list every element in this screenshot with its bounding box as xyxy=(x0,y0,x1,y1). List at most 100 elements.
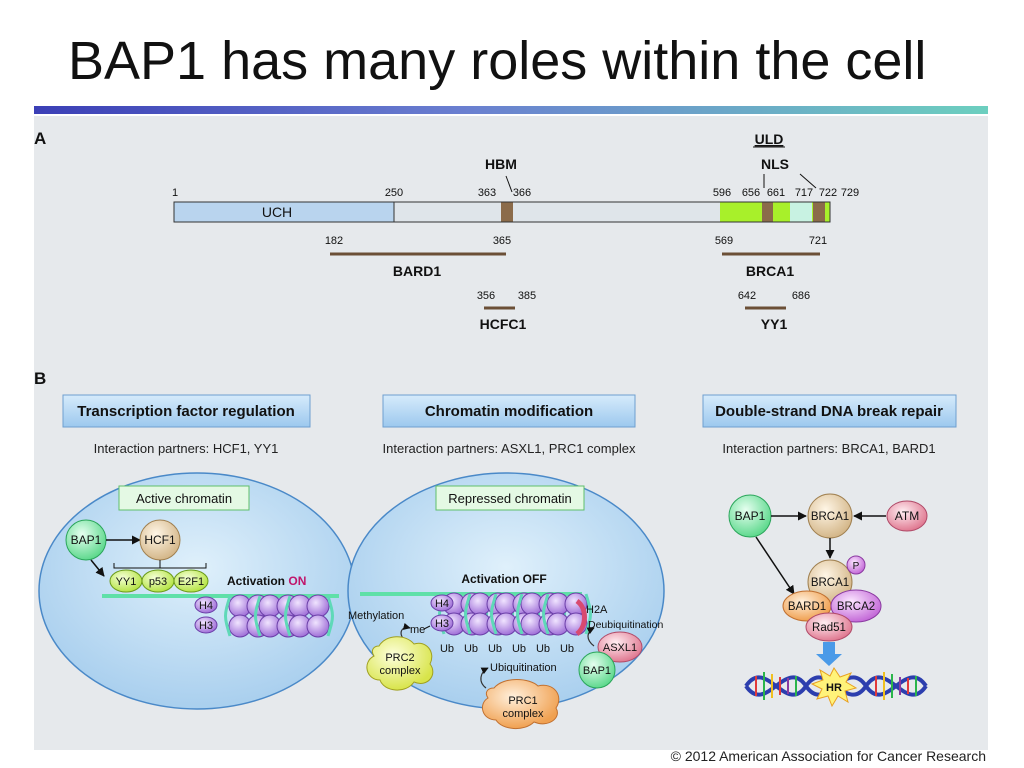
brca1-start: 569 xyxy=(715,235,733,247)
rad51-label: Rad51 xyxy=(812,622,846,634)
deubiquitination-label: Deubiquitination xyxy=(588,619,663,631)
slide-title: BAP1 has many roles within the cell xyxy=(68,31,927,91)
e2f1-label: E2F1 xyxy=(178,576,204,588)
ub-label-2: Ub xyxy=(464,643,478,655)
uld-gap xyxy=(790,202,812,222)
bap1-diagram: A ULD NLS HBM 1 250 363 366 596 656 661 … xyxy=(34,129,957,729)
header-transcription: Transcription factor regulation xyxy=(77,403,295,420)
header-dna-repair: Double-strand DNA break repair xyxy=(715,403,943,420)
hcf1-bracket xyxy=(113,560,207,569)
hbm-motif xyxy=(501,202,513,222)
bap1-node-2 xyxy=(578,651,616,689)
partners-chromatin: Interaction partners: ASXL1, PRC1 comple… xyxy=(383,441,636,456)
e2f1-node xyxy=(173,569,209,593)
phospho-node xyxy=(846,555,866,575)
yy1-tf-label: YY1 xyxy=(116,576,137,588)
brca1-label-top: BRCA1 xyxy=(811,511,849,523)
prc2-label-2: complex xyxy=(380,665,421,677)
pos-729: 729 xyxy=(841,187,859,199)
me-label: me xyxy=(410,624,425,636)
h3-node-active xyxy=(194,616,218,634)
p53-label: p53 xyxy=(149,576,167,588)
h4-node-repressed xyxy=(430,594,454,612)
h3-node-repressed xyxy=(430,614,454,632)
panel-b-label: B xyxy=(34,369,46,388)
h3-label-repressed: H3 xyxy=(435,618,449,630)
arrow-bap1-bard1 xyxy=(755,536,795,595)
ub-label-3: Ub xyxy=(488,643,502,655)
pos-596: 596 xyxy=(713,187,731,199)
hcfc1-start: 356 xyxy=(477,290,495,302)
header-box-tf xyxy=(62,394,311,428)
hr-burst xyxy=(810,667,858,708)
uld-segment-1 xyxy=(720,202,762,222)
prc1-label-2: complex xyxy=(503,708,544,720)
ub-label-4: Ub xyxy=(512,643,526,655)
repressed-chromatin-box xyxy=(435,485,585,511)
h4-label-repressed: H4 xyxy=(435,598,449,610)
hcfc1-label: HCFC1 xyxy=(480,316,527,332)
brca1-end: 721 xyxy=(809,235,827,247)
activation-off-label: Activation OFF xyxy=(461,572,546,586)
hcf1-label: HCF1 xyxy=(144,533,176,547)
ubiquitination-label: Ubiquitination xyxy=(490,662,557,674)
pos-661: 661 xyxy=(767,187,785,199)
h4-label-active: H4 xyxy=(199,600,213,612)
ubiquitination-arrow xyxy=(480,667,489,689)
rad51-node xyxy=(805,612,853,642)
arrow-bap1-yy1 xyxy=(90,559,105,577)
title-divider xyxy=(34,106,988,114)
nls-motif-1 xyxy=(762,202,773,222)
phospho-label: P xyxy=(853,561,860,572)
hbm-pointer xyxy=(505,175,513,193)
prc1-complex xyxy=(481,679,560,729)
yy1-end: 686 xyxy=(792,290,810,302)
bard1-start: 182 xyxy=(325,235,343,247)
repressed-chromatin-label: Repressed chromatin xyxy=(448,491,572,506)
partners-tf: Interaction partners: HCF1, YY1 xyxy=(94,441,279,456)
pos-250: 250 xyxy=(385,187,403,199)
methylation-label: Methylation xyxy=(348,610,404,622)
prc1-label-1: PRC1 xyxy=(508,695,537,707)
asxl1-label: ASXL1 xyxy=(603,642,637,654)
bap1-label-2: BAP1 xyxy=(583,665,611,677)
prc2-label-1: PRC2 xyxy=(385,652,414,664)
bard1-label: BARD1 xyxy=(393,263,441,279)
deubiquitination-arrow xyxy=(586,627,595,647)
header-chromatin: Chromatin modification xyxy=(425,403,593,420)
header-box-chromatin xyxy=(382,394,636,428)
ub-label-6: Ub xyxy=(560,643,574,655)
pos-717: 717 xyxy=(795,187,813,199)
uld-label: ULD xyxy=(755,131,784,147)
hbm-label: HBM xyxy=(485,156,517,172)
bap1-label-1: BAP1 xyxy=(71,533,102,547)
panel-a-label: A xyxy=(34,129,46,148)
atm-label: ATM xyxy=(895,509,919,523)
bap1-label-3: BAP1 xyxy=(735,509,766,523)
bard1-node-label: BARD1 xyxy=(788,601,826,613)
brca1-label: BRCA1 xyxy=(746,263,794,279)
uch-label: UCH xyxy=(262,204,292,220)
hr-label: HR xyxy=(826,682,842,694)
yy1-start: 642 xyxy=(738,290,756,302)
asxl1-node xyxy=(597,631,643,663)
pos-722: 722 xyxy=(819,187,837,199)
activation-on-label: Activation ON xyxy=(227,574,306,588)
pos-366: 366 xyxy=(513,187,531,199)
h4-node-active xyxy=(194,596,218,614)
h2a-tail xyxy=(575,598,587,636)
nls-label: NLS xyxy=(761,156,789,172)
brca1-label-mid: BRCA1 xyxy=(811,577,849,589)
figure-panel: A ULD NLS HBM 1 250 363 366 596 656 661 … xyxy=(34,116,988,750)
header-box-dna xyxy=(702,394,957,428)
h2a-label: H2A xyxy=(586,604,608,616)
bard1-end: 365 xyxy=(493,235,511,247)
protein-bar-outline xyxy=(173,201,831,223)
hcfc1-end: 385 xyxy=(518,290,536,302)
nls-pointer-right xyxy=(799,173,817,189)
uld-segment-2 xyxy=(773,202,790,222)
prc2-complex xyxy=(366,636,434,691)
brca2-label: BRCA2 xyxy=(837,601,875,613)
copyright-notice: © 2012 American Association for Cancer R… xyxy=(670,748,986,764)
nls-motif-2 xyxy=(813,202,825,222)
